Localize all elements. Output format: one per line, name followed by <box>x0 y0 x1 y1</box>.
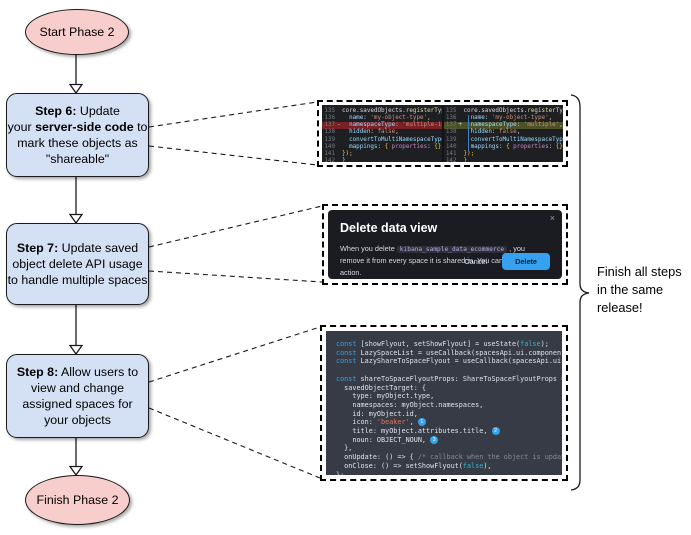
cancel-button[interactable]: Cancel <box>464 257 488 266</box>
modal-title: Delete data view <box>340 221 438 235</box>
flow-arrows <box>68 53 84 477</box>
step7-panel-line-top <box>148 205 323 248</box>
diff-editor: 135 core.savedObjects.registerType({136 … <box>322 105 563 162</box>
indent-guide <box>467 115 469 151</box>
delete-button[interactable]: Delete <box>502 253 550 270</box>
delete-modal: × Delete data view When you delete kiban… <box>328 210 562 279</box>
step8-panel-line-bottom <box>148 407 321 479</box>
arrowhead-finish <box>68 465 84 477</box>
modal-footer: Cancel Delete <box>464 253 550 270</box>
arrowhead-step6 <box>68 83 84 95</box>
diff-left-pane: 135 core.savedObjects.registerType({136 … <box>322 105 442 162</box>
arrowhead-step7 <box>68 213 84 225</box>
step6-panel-line-bottom <box>148 145 318 166</box>
delete-modal-panel: × Delete data view When you delete kiban… <box>322 204 568 285</box>
flyout-code-block: const [showFlyout, setShowFlyout] = useS… <box>326 331 562 475</box>
close-icon[interactable]: × <box>549 213 555 223</box>
step6-panel-line-top <box>148 101 318 128</box>
flyout-code-panel: const [showFlyout, setShowFlyout] = useS… <box>320 325 568 481</box>
flow-node-finish: Finish Phase 2 <box>25 475 130 525</box>
projection-lines <box>148 101 323 479</box>
step7-panel-line-bottom <box>148 270 323 283</box>
arrowhead-step8 <box>68 344 84 356</box>
flow-node-start: Start Phase 2 <box>25 9 129 55</box>
finish-label: Finish Phase 2 <box>36 493 119 507</box>
curly-brace <box>570 94 590 491</box>
modal-body-text: When you delete kibana_sample_data_ecomm… <box>340 244 539 278</box>
server-code-diff-panel: 135 core.savedObjects.registerType({136 … <box>317 100 568 167</box>
start-label: Start Phase 2 <box>39 25 115 39</box>
step8-panel-line-top <box>148 326 321 383</box>
diff-right-pane: 135 core.savedObjects.registerType({136 … <box>441 105 563 162</box>
